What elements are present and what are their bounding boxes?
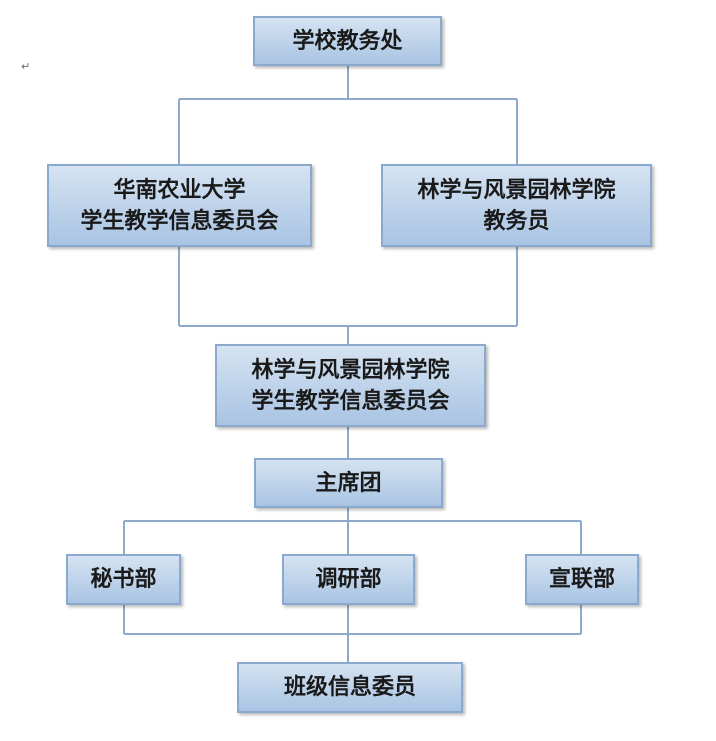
node-university-info-committee: 华南农业大学 学生教学信息委员会 xyxy=(47,164,312,247)
node-label: 秘书部 xyxy=(90,567,157,592)
node-academic-affairs-office: 学校教务处 xyxy=(253,16,442,66)
node-label-line1: 林学与风景园林学院 xyxy=(251,357,450,383)
node-label: 学校教务处 xyxy=(292,28,403,54)
node-label-line1: 华南农业大学 xyxy=(113,177,246,203)
node-label-line1: 林学与风景园林学院 xyxy=(417,177,616,203)
paragraph-mark: ↵ xyxy=(21,60,31,73)
node-label: 主席团 xyxy=(315,470,382,496)
node-label-line2: 学生教学信息委员会 xyxy=(80,208,279,234)
node-presidium: 主席团 xyxy=(254,458,443,508)
node-label-line2: 教务员 xyxy=(483,208,550,234)
node-label: 调研部 xyxy=(315,567,382,592)
node-class-info-members: 班级信息委员 xyxy=(237,662,463,713)
node-research-department: 调研部 xyxy=(282,554,415,605)
node-liaison-department: 宣联部 xyxy=(525,554,639,605)
node-label: 班级信息委员 xyxy=(283,675,416,700)
node-secretariat: 秘书部 xyxy=(66,554,181,605)
node-label: 宣联部 xyxy=(548,567,615,592)
node-college-academic-secretary: 林学与风景园林学院 教务员 xyxy=(381,164,652,247)
node-label-line2: 学生教学信息委员会 xyxy=(251,388,450,414)
node-college-info-committee: 林学与风景园林学院 学生教学信息委员会 xyxy=(215,344,486,427)
